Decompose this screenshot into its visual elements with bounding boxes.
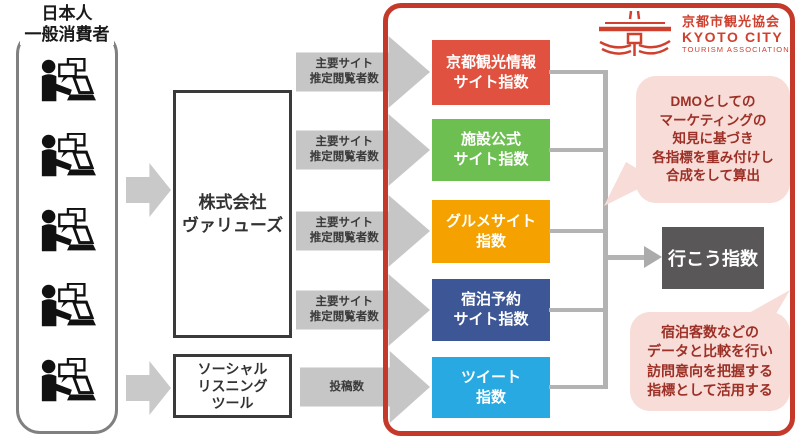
connector-line — [549, 385, 605, 389]
index-label-line1: 宿泊予約 — [460, 291, 521, 308]
values-company-box: 株式会社 ヴァリューズ — [173, 90, 292, 338]
arrow-label: 主要サイト 推定閲覧者数 — [296, 216, 392, 246]
arrow-label-line2: 推定閲覧者数 — [309, 232, 379, 244]
note-line: 訪問意向を把握する — [647, 362, 773, 379]
arrow-consumers-to-social — [126, 361, 171, 415]
arrow-label-line1: 主要サイト — [315, 217, 373, 229]
note-line: 宿泊客数などの — [661, 323, 759, 340]
social-tool-line2: リスニング — [197, 377, 268, 394]
kyoto-index-container — [383, 3, 795, 436]
kyoto-logo-mark-icon — [599, 10, 671, 56]
note-line: 指標として活用する — [647, 382, 773, 398]
index-box-gourmet-site: グルメサイト 指数 — [432, 200, 550, 263]
arrow-label-line1: 主要サイト — [315, 58, 373, 70]
note-line: DMOとしての — [670, 94, 756, 110]
arrow-label-line1: 主要サイト — [315, 296, 373, 308]
index-label-line1: 施設公式 — [460, 131, 521, 148]
arrow-label-line1: 主要サイト — [315, 136, 373, 148]
index-label-line2: サイト指数 — [453, 73, 529, 91]
index-label-line2: サイト指数 — [453, 151, 529, 168]
arrow-label-line2: 推定閲覧者数 — [309, 151, 379, 163]
index-box-tweet: ツイート 指数 — [432, 357, 550, 418]
index-box-lodging-booking-site: 宿泊予約 サイト指数 — [432, 279, 550, 341]
index-label-line2: 指数 — [475, 388, 506, 406]
connector-line — [549, 70, 605, 74]
connector-collector-line — [603, 70, 608, 389]
connector-line — [549, 148, 605, 152]
kyoto-city-tourism-association-logo: 京都市観光協会 KYOTO CITY TOURISM ASSOCIATION — [597, 8, 790, 60]
consumers-title-line1: 日本人 — [41, 4, 93, 23]
arrow-label-line2: 推定閲覧者数 — [309, 311, 379, 323]
arrow-to-output-head — [644, 246, 662, 268]
connector-line — [549, 308, 605, 312]
consumers-title-line2: 一般消費者 — [24, 25, 110, 44]
connector-line — [549, 229, 605, 233]
logo-text: 京都市観光協会 KYOTO CITY TOURISM ASSOCIATION — [682, 14, 790, 55]
note-line: 合成をして算出 — [665, 168, 761, 184]
values-company-line2: ヴァリューズ — [181, 216, 284, 235]
social-tool-line1: ソーシャル — [197, 360, 268, 377]
index-label-line2: サイト指数 — [453, 311, 529, 328]
index-box-kyoto-tourism-site: 京都観光情報 サイト指数 — [432, 40, 550, 105]
index-label-line2: 指数 — [475, 232, 506, 250]
arrow-label: 主要サイト 推定閲覧者数 — [296, 57, 392, 87]
arrow-label-line1: 投稿数 — [329, 380, 365, 393]
index-label-line1: 京都観光情報 — [445, 53, 536, 71]
note-line: データと比較を行い — [647, 343, 773, 359]
note-line: 各指標を重み付けし — [652, 149, 774, 165]
logo-jp-name: 京都市観光協会 — [682, 13, 781, 29]
index-box-facility-official-site: 施設公式 サイト指数 — [432, 119, 550, 181]
person-at-laptop-icon — [40, 208, 96, 253]
logo-en-subname: TOURISM ASSOCIATION — [682, 44, 790, 54]
index-label-line1: グルメサイト — [445, 212, 536, 230]
arrow-label: 投稿数 — [300, 380, 394, 395]
person-at-laptop-icon — [40, 133, 96, 178]
social-tool-box: ソーシャル リスニング ツール — [173, 354, 292, 418]
note-weighting-method: DMOとしての マーケティングの 知見に基づき 各指標を重み付けし 合成をして算… — [636, 76, 790, 203]
social-tool-line3: ツール — [211, 394, 254, 411]
arrow-label-line2: 推定閲覧者数 — [309, 73, 379, 85]
output-index-label: 行こう指数 — [668, 249, 758, 269]
person-at-laptop-icon — [40, 283, 96, 328]
logo-en-name: KYOTO CITY — [682, 28, 784, 45]
consumers-title: 日本人 一般消費者 — [20, 3, 114, 45]
person-at-laptop-icon — [40, 58, 96, 103]
arrow-label: 主要サイト 推定閲覧者数 — [296, 295, 392, 325]
index-label-line1: ツイート — [460, 368, 521, 386]
person-at-laptop-icon — [40, 358, 96, 403]
arrow-label: 主要サイト 推定閲覧者数 — [296, 135, 392, 165]
output-index-box: 行こう指数 — [662, 227, 764, 289]
note-usage-method: 宿泊客数などの データと比較を行い 訪問意向を把握する 指標として活用する — [630, 312, 790, 411]
arrow-consumers-to-values — [126, 163, 171, 217]
values-company-line1: 株式会社 — [198, 193, 267, 212]
note-line: 知見に基づき — [672, 131, 754, 147]
note-line: マーケティングの — [659, 112, 767, 128]
arrow-to-output-shaft — [606, 255, 646, 260]
